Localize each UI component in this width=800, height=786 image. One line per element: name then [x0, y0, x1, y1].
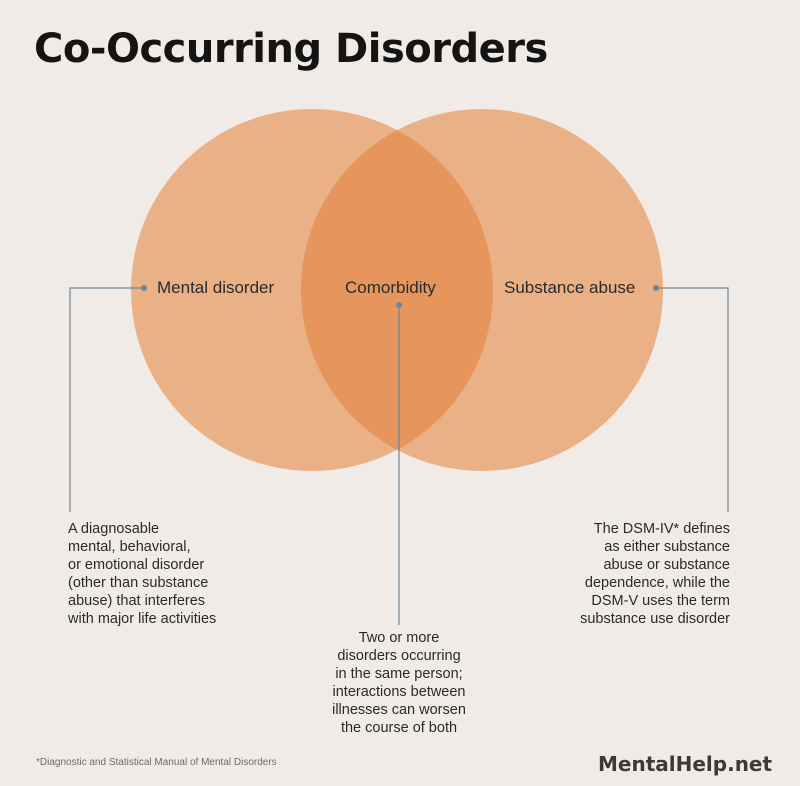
comorbidity-description: Two or more disorders occurring in the s… — [299, 629, 499, 737]
desc-line: dependence, while the — [584, 575, 730, 591]
desc-line: in the same person; — [335, 666, 463, 682]
desc-line: DSM-V uses the term — [591, 593, 730, 609]
desc-line: abuse) that interferes — [68, 593, 206, 609]
desc-line: abuse or substance — [603, 557, 730, 573]
desc-line: as either substance — [604, 539, 730, 555]
desc-line: (other than substance — [68, 575, 209, 591]
brand-logo: MentalHelp.net — [598, 752, 773, 776]
desc-line: with major life activities — [68, 611, 217, 627]
desc-line: disorders occurring — [337, 648, 461, 664]
page-title: Co-Occurring Disorders — [34, 26, 548, 72]
desc-line: mental, behavioral, — [68, 539, 191, 555]
mental-disorder-description: A diagnosable mental, behavioral, or emo… — [68, 520, 216, 628]
footnote: *Diagnostic and Statistical Manual of Me… — [36, 757, 277, 768]
left-leader-line — [69, 287, 144, 512]
desc-line: or emotional disorder — [68, 557, 205, 573]
left-leader-dot — [141, 285, 147, 291]
desc-line: interactions between — [332, 684, 466, 700]
desc-line: the course of both — [340, 720, 458, 736]
comorbidity-overlap — [301, 109, 493, 471]
desc-line: Two or more — [358, 630, 440, 646]
mental-disorder-label: Mental disorder — [157, 278, 275, 297]
desc-line: A diagnosable — [68, 521, 160, 537]
desc-line: The DSM-IV* defines — [593, 521, 730, 537]
center-leader-dot — [396, 302, 402, 308]
comorbidity-label: Comorbidity — [345, 278, 436, 297]
desc-line: substance use disorder — [580, 611, 730, 627]
desc-line: illnesses can worsen — [332, 702, 466, 718]
substance-abuse-description: The DSM-IV* defines as either substance … — [540, 520, 730, 628]
substance-abuse-label: Substance abuse — [504, 278, 636, 297]
right-leader-dot — [653, 285, 659, 291]
right-leader-line — [656, 287, 729, 512]
